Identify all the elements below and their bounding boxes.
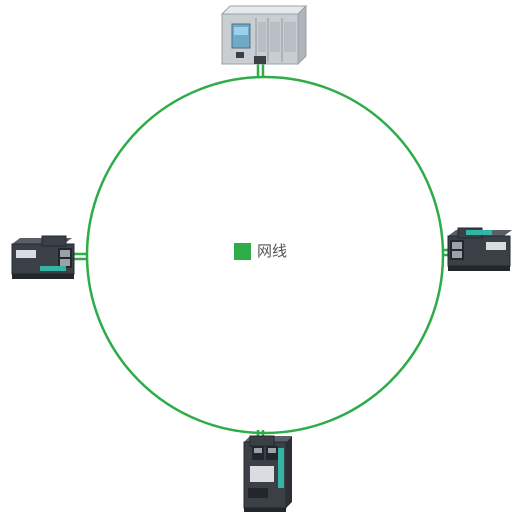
io-module-bottom: [243, 435, 292, 512]
plc-cpu-top: [220, 4, 308, 66]
io-module-right: [447, 227, 512, 271]
legend-label: 网线: [257, 242, 288, 260]
legend: 网线: [234, 243, 287, 260]
legend-swatch: [234, 243, 251, 260]
io-module-left: [11, 235, 75, 279]
